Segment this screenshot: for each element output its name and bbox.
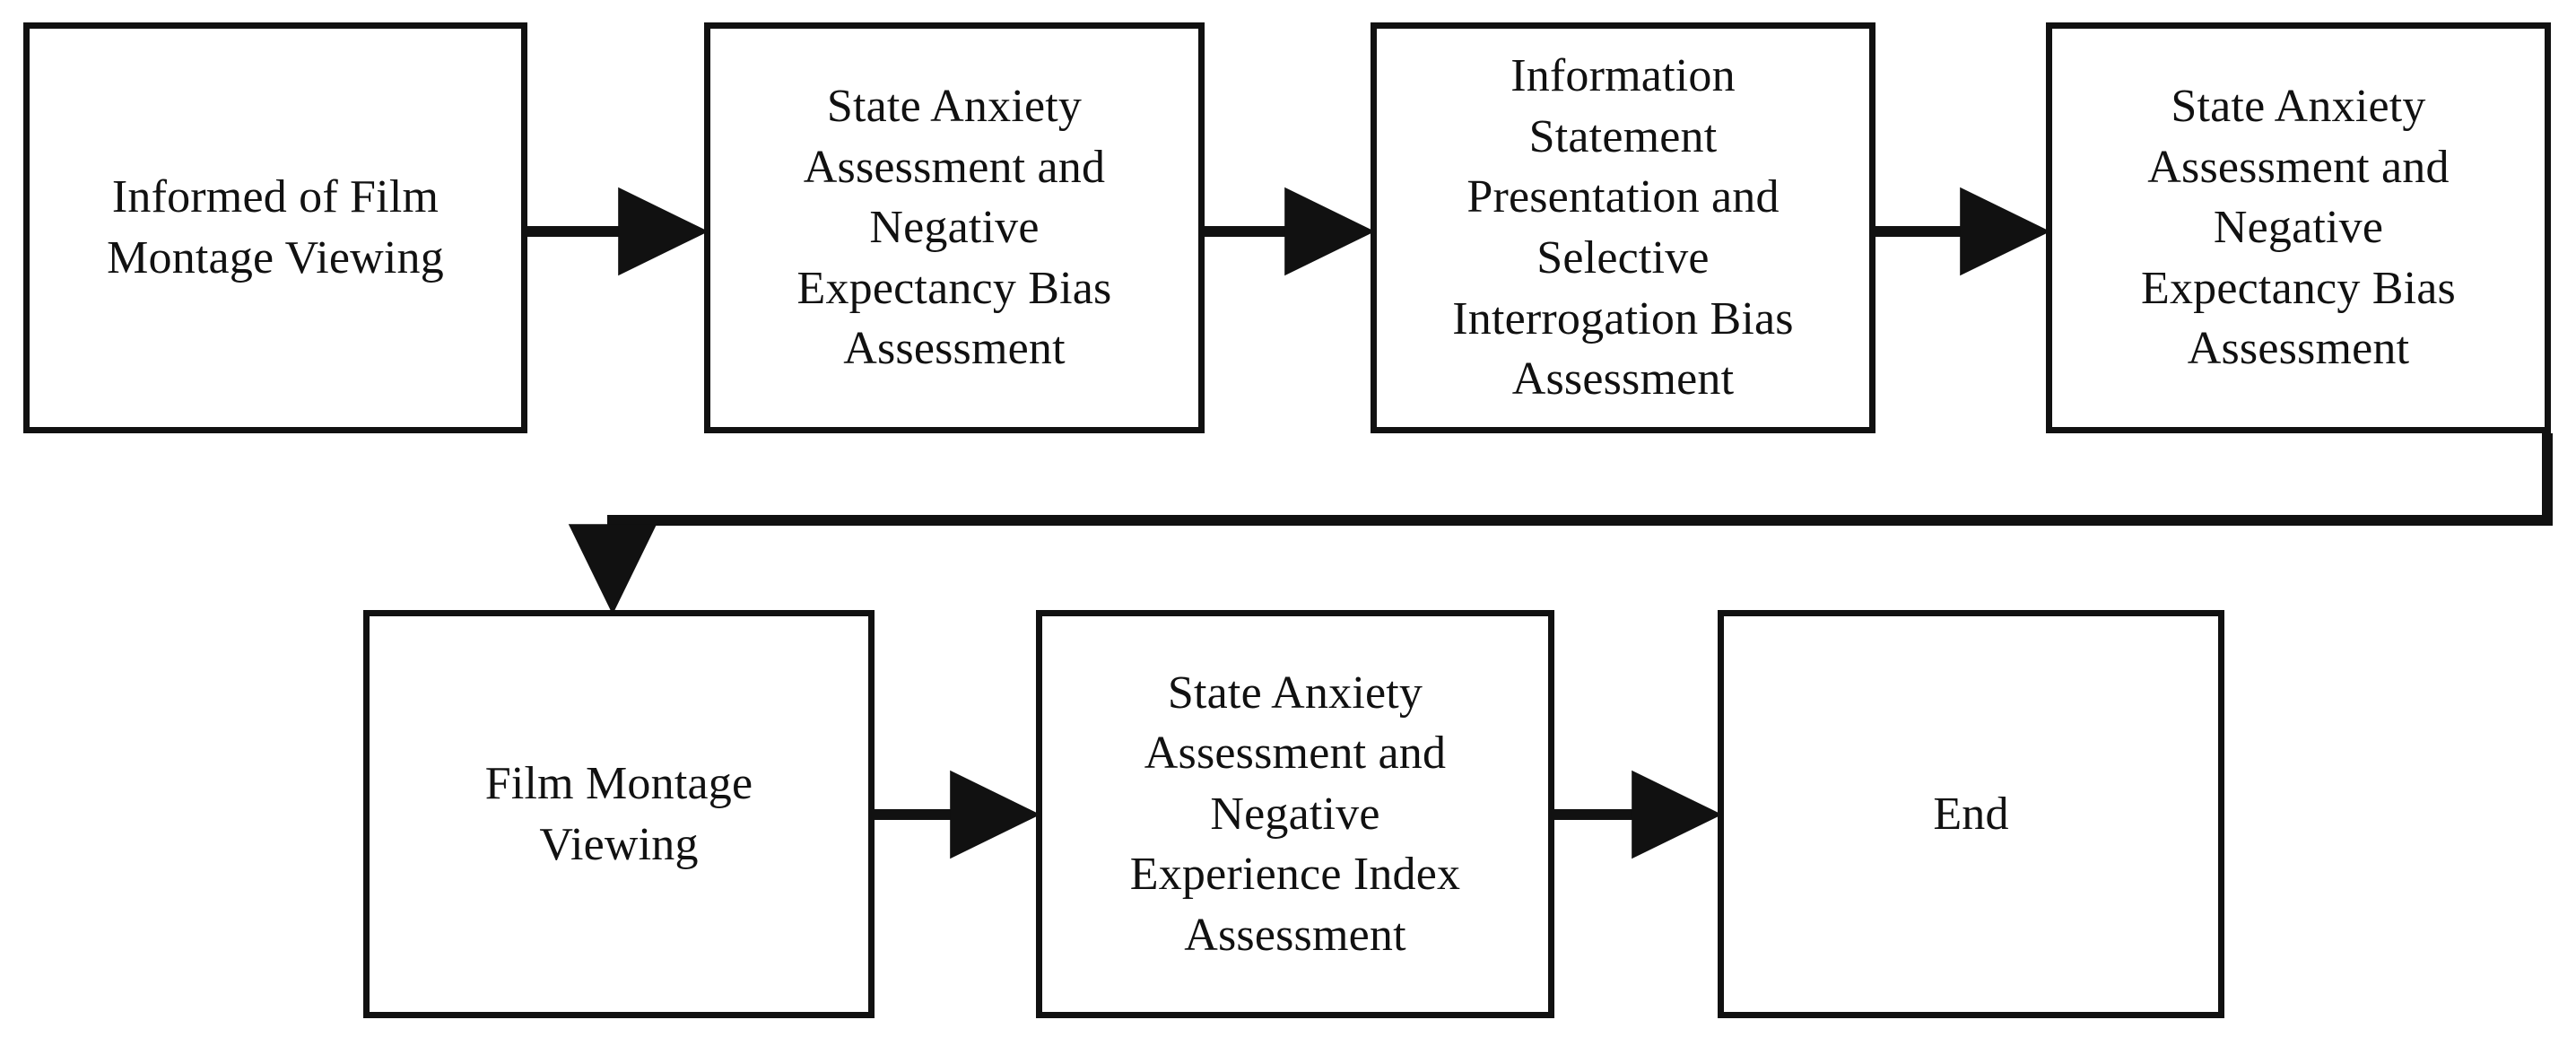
node-state-anxiety-negative-expectancy-bias-2[interactable]: State Anxiety Assessment and Negative Ex… <box>2046 22 2551 433</box>
node-state-anxiety-negative-expectancy-bias-1[interactable]: State Anxiety Assessment and Negative Ex… <box>704 22 1205 433</box>
node-label: Information Statement Presentation and S… <box>1452 50 1794 405</box>
node-state-anxiety-negative-experience-index[interactable]: State Anxiety Assessment and Negative Ex… <box>1036 610 1554 1018</box>
node-label: Informed of Film Montage Viewing <box>107 171 444 283</box>
node-end[interactable]: End <box>1718 610 2224 1018</box>
node-label: State Anxiety Assessment and Negative Ex… <box>796 81 1112 375</box>
node-information-statement-selective-interrogation-bias[interactable]: Information Statement Presentation and S… <box>1371 22 1875 433</box>
node-label: Film Montage Viewing <box>484 757 753 870</box>
node-film-montage-viewing[interactable]: Film Montage Viewing <box>363 610 875 1018</box>
node-label: End <box>1933 788 2009 840</box>
node-label: State Anxiety Assessment and Negative Ex… <box>2141 81 2456 375</box>
arrow-anxiety-2-to-film-montage <box>568 433 2553 615</box>
node-informed-of-film-montage-viewing[interactable]: Informed of Film Montage Viewing <box>23 22 527 433</box>
node-label: State Anxiety Assessment and Negative Ex… <box>1129 667 1461 961</box>
